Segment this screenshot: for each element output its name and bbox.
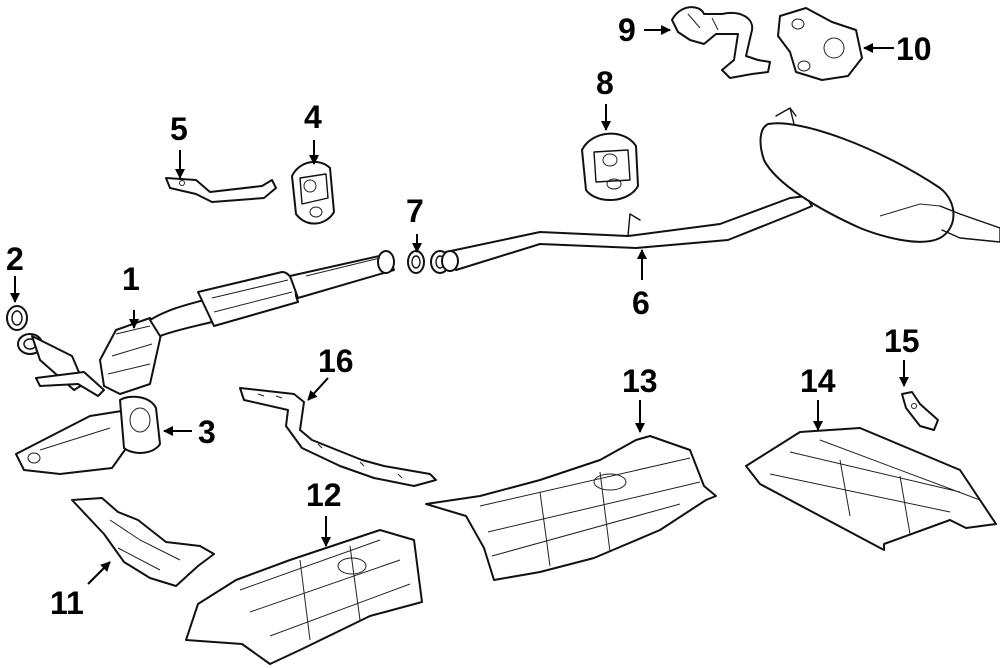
callout-11[interactable]: 11 xyxy=(50,585,84,621)
part-10-mount-bracket[interactable] xyxy=(777,7,863,81)
part-11-heat-shield[interactable] xyxy=(71,497,215,587)
part-1-front-pipe-converter[interactable] xyxy=(17,250,395,397)
callout-4[interactable]: 4 xyxy=(304,99,322,135)
part-16-bracket[interactable] xyxy=(239,387,437,487)
callout-12[interactable]: 12 xyxy=(306,477,342,513)
leader-16 xyxy=(307,377,329,401)
leader-lines xyxy=(10,25,909,585)
callout-13[interactable]: 13 xyxy=(622,363,658,399)
callout-10[interactable]: 10 xyxy=(896,31,932,67)
callout-3[interactable]: 3 xyxy=(198,414,216,450)
callout-numbers: 1 2 3 4 5 6 7 8 9 10 11 12 13 14 15 16 xyxy=(6,12,932,621)
part-6-tail-pipe-muffler[interactable] xyxy=(441,107,1000,272)
part-3-insulator[interactable] xyxy=(15,395,161,475)
callout-9[interactable]: 9 xyxy=(618,12,636,48)
callout-5[interactable]: 5 xyxy=(170,111,188,147)
callout-7[interactable]: 7 xyxy=(406,193,424,229)
part-9-pipe[interactable] xyxy=(671,6,771,79)
callout-6[interactable]: 6 xyxy=(632,285,650,321)
part-5-bracket[interactable] xyxy=(165,177,277,203)
callout-14[interactable]: 14 xyxy=(800,363,836,399)
callout-15[interactable]: 15 xyxy=(884,323,920,359)
callout-1[interactable]: 1 xyxy=(122,261,140,297)
part-15-bracket[interactable] xyxy=(901,391,939,431)
part-8-rubber-hanger[interactable] xyxy=(581,132,639,202)
part-2-gasket[interactable] xyxy=(6,305,28,331)
part-13-heat-shield[interactable] xyxy=(425,435,717,581)
callout-16[interactable]: 16 xyxy=(318,343,354,379)
callout-2[interactable]: 2 xyxy=(6,241,24,277)
callout-8[interactable]: 8 xyxy=(596,65,614,101)
part-4-rubber-hanger[interactable] xyxy=(291,160,335,225)
leader-11 xyxy=(87,561,111,585)
part-14-floor-heat-shield[interactable] xyxy=(745,427,997,551)
part-12-heat-shield[interactable] xyxy=(185,529,423,665)
